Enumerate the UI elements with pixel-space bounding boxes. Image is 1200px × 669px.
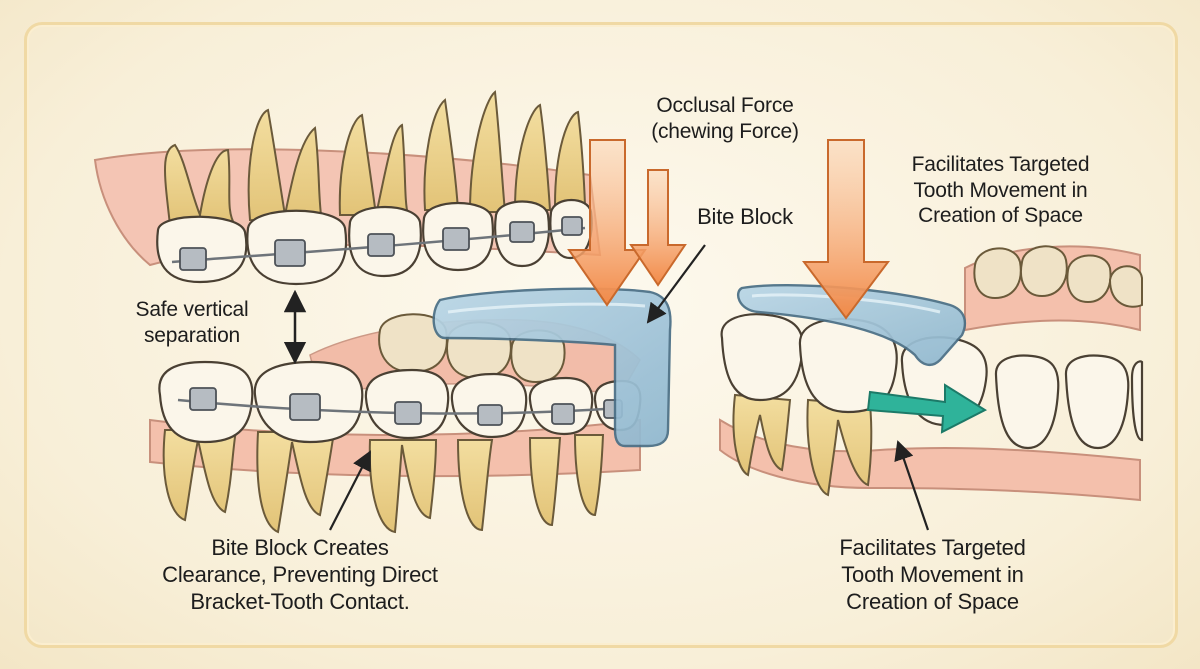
upper-brackets <box>179 216 583 271</box>
leader-line-right <box>894 440 930 531</box>
leader-lines-left <box>329 244 706 531</box>
bite-block-creates-clearance-label: Bite Block Creates Clearance, Preventing… <box>162 535 438 614</box>
bite-block-right <box>737 283 966 367</box>
right-back-teeth <box>973 245 1143 308</box>
lower-roots <box>162 429 605 534</box>
diagram-frame <box>24 22 1178 648</box>
force-arrow-right <box>802 139 890 320</box>
facilitates-movement-top-label: Facilitates Targeted Tooth Movement in C… <box>911 153 1090 228</box>
occlusal-force-label: Occlusal Force (chewing Force) <box>651 94 799 143</box>
facilitates-movement-bottom-label: Facilitates Targeted Tooth Movement in C… <box>839 535 1026 614</box>
lower-brackets <box>189 387 623 426</box>
bite-block-label: Bite Block <box>697 204 793 229</box>
force-arrows-left <box>567 139 687 307</box>
upper-roots <box>164 90 587 226</box>
safe-vertical-separation-label: Safe vertical separation <box>135 298 249 347</box>
right-roots <box>732 393 873 497</box>
lower-archwire <box>177 398 621 415</box>
tooth-movement-arrow <box>866 383 988 434</box>
